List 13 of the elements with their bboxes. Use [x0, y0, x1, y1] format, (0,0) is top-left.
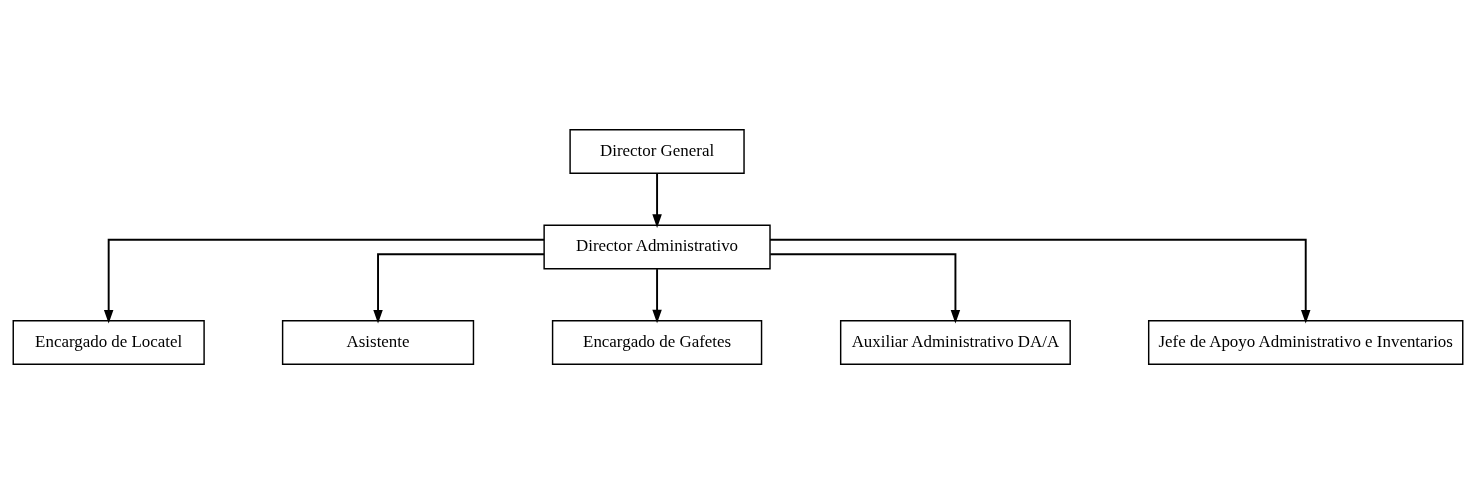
arrow: [769, 238, 1311, 324]
arrow: [652, 172, 662, 228]
arrow: [103, 238, 546, 324]
node-box: Auxiliar Administrativo DA/A: [839, 319, 1071, 365]
node-box: Jefe de Apoyo Administrativo e Inventarios: [1147, 319, 1464, 365]
node-box: Director Administrativo: [543, 224, 771, 270]
node-box: Asistente: [281, 319, 475, 365]
node-box: Encargado de Locatel: [12, 319, 205, 365]
node-box: Encargado de Gafetes: [551, 319, 763, 365]
arrow: [769, 253, 961, 324]
node-box: Director General: [569, 129, 745, 175]
arrow: [652, 268, 662, 324]
arrow: [373, 253, 545, 324]
